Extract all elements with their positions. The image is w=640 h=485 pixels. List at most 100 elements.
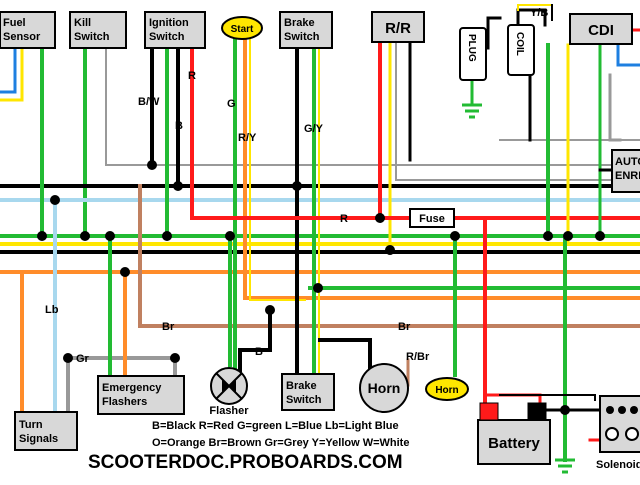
horn-button-label: Horn — [435, 385, 458, 396]
ground-icon — [555, 458, 575, 474]
grey-cdi-wire — [608, 73, 622, 142]
fuse-label: Fuse — [419, 213, 445, 225]
cdi-blue-wire — [616, 38, 640, 67]
horn-black-wire — [318, 338, 372, 374]
wire-label-red-brown: R/Br — [406, 351, 430, 363]
coil-yellow-wire — [517, 4, 553, 11]
wire-label-black-ignition: B — [175, 120, 183, 132]
cdi-label: CDI — [588, 22, 614, 39]
junction-dot — [80, 231, 90, 241]
wire-label-red-bus: R — [340, 213, 348, 225]
junction-dot — [170, 353, 180, 363]
label-second-line: ENRICHENER — [615, 170, 640, 182]
wire-label-green-start: G — [227, 98, 236, 110]
coil-label: COIL — [514, 32, 525, 56]
junction-dot — [385, 245, 395, 255]
start-button-label: Start — [231, 24, 254, 35]
horn-icon: Horn — [359, 363, 409, 413]
wire-label-red-ignition: R — [188, 70, 196, 82]
junction-dot — [292, 181, 302, 191]
label-second-line: Switch — [149, 31, 185, 43]
bw-grey-wire — [105, 47, 640, 166]
watermark-text: SCOOTERDOC.PROBOARDS.COM — [88, 452, 403, 473]
auto-enrichener-box: AUTOENRICHENER — [611, 149, 640, 193]
battery-label: Battery — [488, 435, 540, 452]
junction-dot — [563, 231, 573, 241]
junction-dot — [50, 195, 60, 205]
label-second-line: Switch — [74, 31, 110, 43]
junction-dots — [37, 160, 605, 415]
plug-coil-wire — [486, 16, 502, 50]
coil-box: COIL — [507, 24, 535, 76]
red-fuse-bus-wire — [190, 148, 640, 220]
junction-dot — [560, 405, 570, 415]
rr-grey-wire — [395, 41, 640, 181]
coil-top-wire — [516, 8, 547, 27]
regulator-label: R/R — [385, 20, 411, 37]
ignition-bw-wire — [109, 47, 161, 171]
junction-dot — [37, 231, 47, 241]
flasher-black-wire — [238, 308, 272, 372]
flasher-icon: Flasher — [209, 367, 249, 417]
color-legend-line-1: B=Black R=Red G=green L=Blue Lb=Light Bl… — [152, 420, 399, 432]
wire-label-light-blue: Lb — [45, 304, 59, 316]
label-second-line: Switch — [284, 31, 320, 43]
color-legend-line-2: O=Orange Br=Brown Gr=Grey Y=Yellow W=Whi… — [152, 437, 409, 449]
wire-label-green-yellow: G/Y — [304, 123, 324, 135]
fuel-sensor-yellow-wire — [0, 46, 24, 102]
battery-negative-terminal — [527, 402, 547, 421]
horn-label: Horn — [368, 380, 401, 396]
wire-label-black-flasher: B — [255, 346, 263, 358]
battery-positive-terminal — [479, 402, 499, 421]
fuse-box: Fuse — [409, 208, 455, 228]
wire-label-bw: B/W — [138, 96, 160, 108]
wire-label-red-yellow: R/Y — [238, 132, 257, 144]
wire-label-grey: Gr — [76, 353, 90, 365]
junction-dot — [543, 231, 553, 241]
cdi-box: CDI — [569, 13, 633, 45]
solenoid-top-wire — [499, 394, 596, 401]
label-second-line: Signals — [19, 433, 58, 445]
ground-icon — [462, 103, 482, 119]
junction-dot — [375, 213, 385, 223]
grey-flasher-wire — [66, 356, 177, 414]
start-yellow-wire — [249, 37, 306, 301]
plug-box: PLUG — [459, 27, 487, 81]
label-second-line: Switch — [286, 394, 322, 406]
horn-button: Horn — [425, 377, 469, 401]
junction-dot — [313, 283, 323, 293]
junction-dot — [120, 267, 130, 277]
junction-dot — [265, 305, 275, 315]
battery-box: Battery — [477, 402, 551, 465]
junction-dot — [63, 353, 73, 363]
fuel-sensor-blue-wire — [0, 46, 17, 94]
solenoid-box: Solenoid — [596, 395, 640, 471]
junction-dot — [173, 181, 183, 191]
junction-dot — [450, 231, 460, 241]
junction-dot — [225, 231, 235, 241]
solenoid-label: Solenoid — [596, 459, 640, 471]
wire-label-brown-left: Br — [162, 321, 175, 333]
junction-dot — [147, 160, 157, 170]
flasher-label: Flasher — [209, 405, 249, 417]
plug-label: PLUG — [466, 34, 477, 62]
regulator-box: R/R — [371, 11, 425, 43]
junction-dot — [105, 231, 115, 241]
start-orange-wire — [243, 36, 640, 300]
junction-dot — [162, 231, 172, 241]
